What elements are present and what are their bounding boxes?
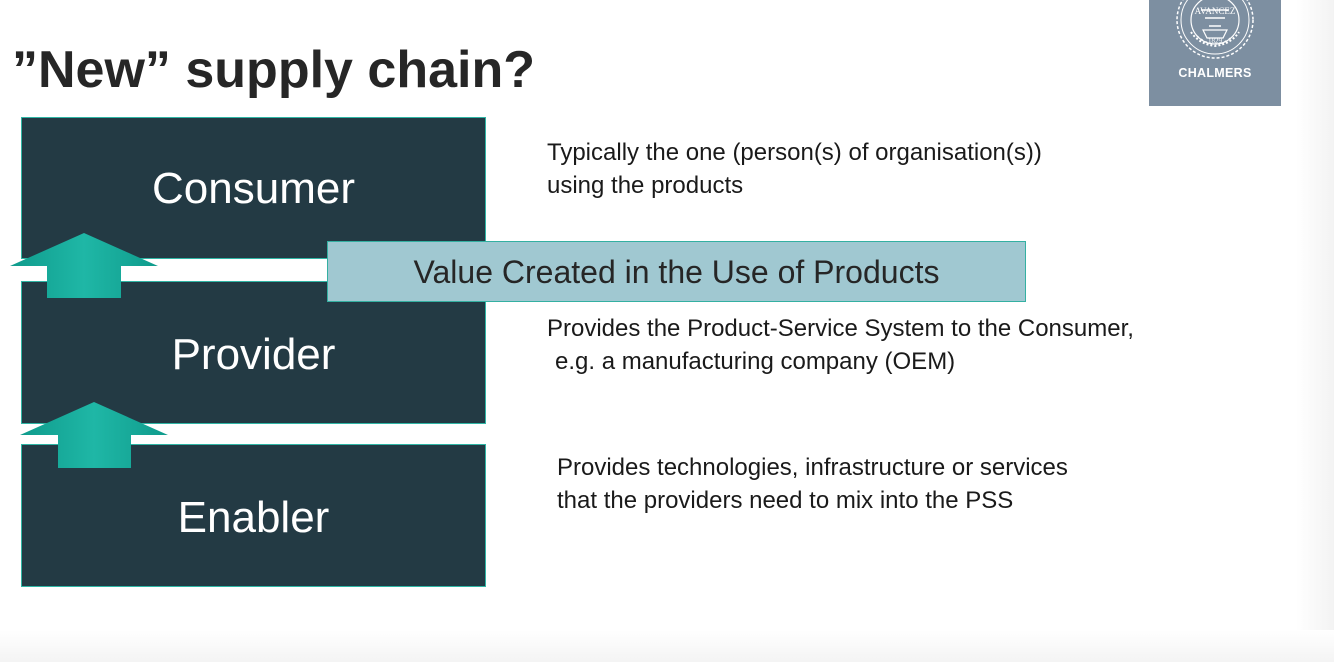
consumer-description: Typically the one (person(s) of organisa…: [547, 136, 1042, 202]
consumer-description-line: using the products: [547, 172, 744, 199]
provider-label: Provider: [171, 330, 336, 379]
value-created-band: Value Created in the Use of Products: [327, 241, 1026, 302]
enabler-description-line: that the providers need to mix into the …: [557, 487, 1014, 514]
provider-box: Provider: [21, 281, 486, 424]
slide-bottom-shadow: [0, 630, 1334, 662]
up-arrow-icon: [20, 402, 168, 468]
value-created-label: Value Created in the Use of Products: [413, 254, 940, 290]
consumer-description-line: Typically the one (person(s) of organisa…: [547, 139, 1042, 166]
consumer-label: Consumer: [152, 164, 355, 213]
up-arrow-icon: [10, 233, 158, 298]
provider-description-line: e.g. a manufacturing company (OEM): [555, 348, 956, 375]
provider-description: Provides the Product-Service System to t…: [547, 312, 1134, 378]
svg-text:AVANCEZ: AVANCEZ: [1195, 6, 1236, 16]
arrows-layer: [10, 233, 168, 468]
enabler-description-line: Provides technologies, infrastructure or…: [557, 454, 1068, 481]
logo-wordmark: CHALMERS: [1178, 66, 1252, 80]
enabler-description: Provides technologies, infrastructure or…: [557, 451, 1068, 517]
consumer-box: Consumer: [21, 117, 486, 259]
enabler-label: Enabler: [177, 493, 330, 542]
svg-text:1829: 1829: [1208, 37, 1223, 45]
slide-edge-shadow: [1296, 0, 1334, 662]
slide-title: ”New” supply chain?: [12, 41, 535, 99]
chalmers-logo: AVANCEZ 1829 CHALMERS: [1149, 0, 1281, 106]
chalmers-seal-icon: AVANCEZ 1829: [1176, 0, 1254, 59]
provider-description-line: Provides the Product-Service System to t…: [547, 315, 1134, 342]
